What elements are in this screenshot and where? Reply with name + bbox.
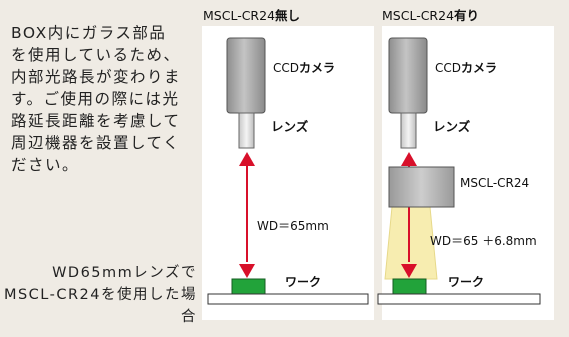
right-lens-label: レンズ bbox=[433, 119, 471, 134]
left-lens bbox=[238, 112, 255, 149]
condition-caption: WD65mmレンズでMSCL-CR24を使用した場合 bbox=[3, 265, 197, 325]
left-title-model: MSCL-CR24 bbox=[203, 8, 276, 23]
right-title-status: 有り bbox=[454, 8, 480, 23]
usage-note: BOX内にガラス部品を使用しているため、内部光路長が変わります。ご使用の際には光… bbox=[11, 24, 182, 174]
right-wd-label: WD＝65 ＋6.8mm bbox=[430, 234, 537, 248]
left-camera-body bbox=[226, 37, 266, 114]
right-panel-title: MSCL-CR24有り bbox=[382, 5, 479, 24]
left-wd-arrow-head-top bbox=[239, 152, 255, 166]
mscl-cr24-box bbox=[388, 166, 455, 208]
right-title-model: MSCL-CR24 bbox=[382, 8, 455, 23]
right-work bbox=[392, 278, 427, 295]
left-setup: CCDカメラ レンズ WD＝65mm ワーク bbox=[207, 37, 369, 305]
right-stage bbox=[377, 293, 541, 305]
right-lens bbox=[400, 112, 417, 149]
left-work-label: ワーク bbox=[285, 275, 321, 289]
left-stage bbox=[207, 293, 369, 305]
right-setup: CCDカメラ レンズ MSCL-CR24 WD＝65 ＋6.8mm ワーク bbox=[377, 37, 541, 305]
left-camera-label: CCDカメラ bbox=[273, 61, 335, 75]
left-wd-arrow-head-bottom bbox=[239, 264, 255, 278]
right-wd-arrow-head-bottom bbox=[401, 264, 417, 278]
mscl-cr24-box-label: MSCL-CR24 bbox=[460, 176, 529, 190]
right-camera-label: CCDカメラ bbox=[435, 61, 497, 75]
left-lens-label: レンズ bbox=[271, 119, 309, 134]
right-camera-body bbox=[388, 37, 428, 114]
left-title-status: 無し bbox=[275, 8, 301, 23]
left-work bbox=[231, 278, 266, 295]
right-wd-arrow-head-top bbox=[401, 152, 417, 166]
left-panel-title: MSCL-CR24無し bbox=[203, 5, 300, 24]
left-wd-label: WD＝65mm bbox=[257, 219, 329, 233]
right-work-label: ワーク bbox=[448, 275, 484, 289]
